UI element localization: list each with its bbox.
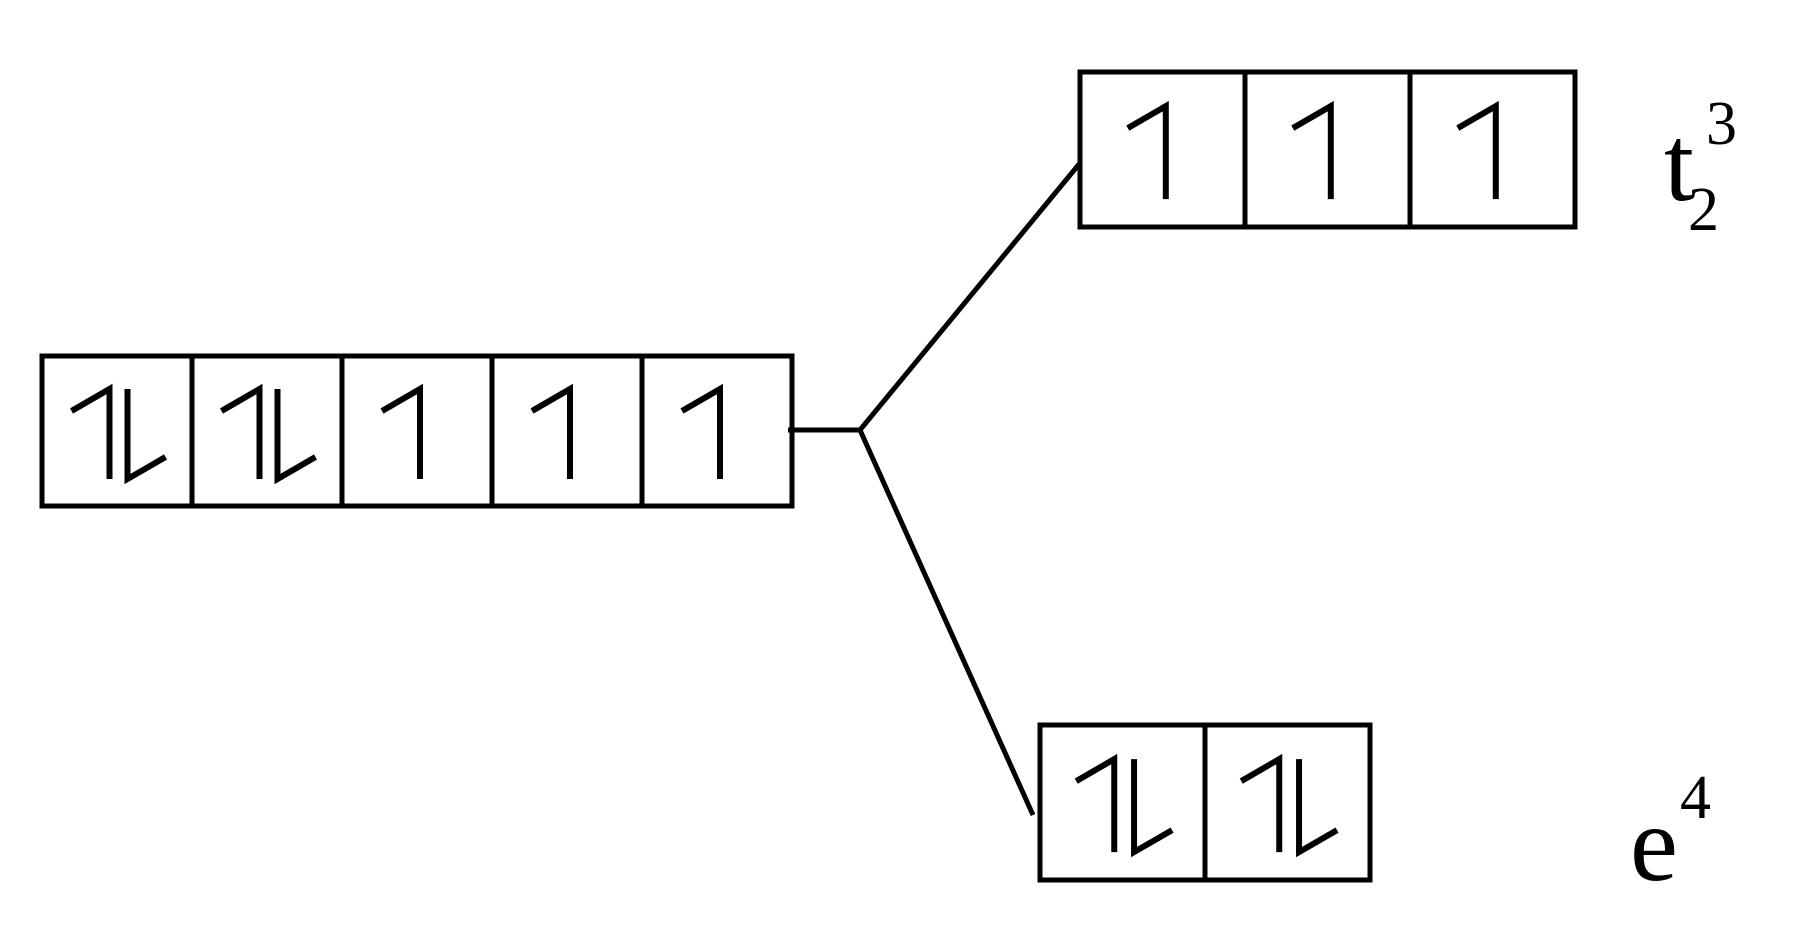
orbital-box <box>380 383 423 479</box>
spin-up-arrow-icon <box>1239 753 1283 853</box>
orbital-box <box>69 383 168 485</box>
upper-set-label-superscript: 3 <box>1706 90 1737 158</box>
spin-up-arrow-icon <box>69 383 113 479</box>
lower-label-base: e <box>1630 785 1678 904</box>
orbital-box <box>219 383 318 485</box>
upper-split-line <box>858 161 1082 432</box>
spin-up-arrow-icon <box>1074 753 1118 853</box>
degenerate-orbital-set <box>39 353 795 509</box>
orbital-box <box>1291 100 1334 200</box>
spin-down-arrow-icon <box>274 389 318 485</box>
spin-up-arrow-icon <box>530 383 573 479</box>
orbital-box <box>1456 100 1499 200</box>
spin-down-arrow-icon <box>124 389 168 485</box>
spin-down-arrow-icon <box>1296 759 1339 858</box>
orbital-box <box>680 383 723 479</box>
lower-split-line <box>857 428 1036 817</box>
upper-label-subscript: 2 <box>1688 176 1719 244</box>
orbital-box <box>1074 753 1174 858</box>
upper-label-base: t <box>1664 105 1694 224</box>
upper-set-label: t2 <box>1664 105 1719 244</box>
orbital-box <box>1239 753 1339 858</box>
splitting-lines <box>788 161 1082 817</box>
lower-set-label: e4 <box>1630 764 1711 904</box>
upper-orbital-set <box>1077 69 1578 230</box>
spin-up-arrow-icon <box>1456 100 1499 200</box>
lower-orbital-set <box>1037 722 1373 883</box>
spin-up-arrow-icon <box>1126 100 1169 200</box>
spin-up-arrow-icon <box>380 383 423 479</box>
orbital-box <box>1126 100 1169 200</box>
lower-label-superscript: 4 <box>1680 764 1711 832</box>
orbital-box <box>530 383 573 479</box>
spin-up-arrow-icon <box>219 383 263 479</box>
upper-set-outline <box>1077 69 1578 230</box>
spin-up-arrow-icon <box>680 383 723 479</box>
spin-up-arrow-icon <box>1291 100 1334 200</box>
spin-down-arrow-icon <box>1131 759 1174 858</box>
